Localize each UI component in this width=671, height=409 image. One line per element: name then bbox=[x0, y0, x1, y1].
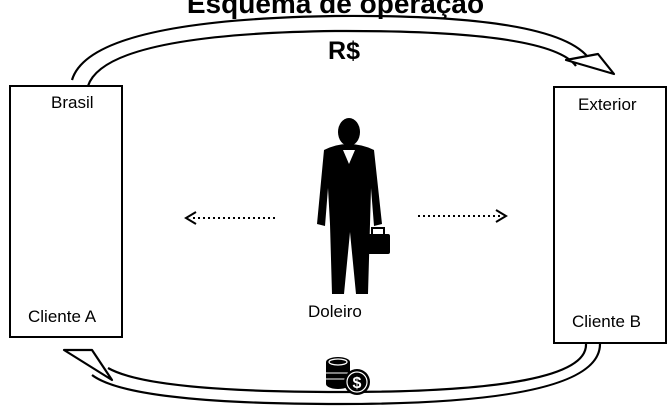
doleiro-label: Doleiro bbox=[308, 302, 362, 321]
diagram-title: Esquema de operação bbox=[186, 0, 485, 19]
coins-dollar-icon: $ bbox=[326, 357, 370, 395]
bottom-flow-arrow bbox=[62, 343, 602, 406]
top-flow-arrow bbox=[70, 14, 616, 87]
client-a-country-label: Brasil bbox=[51, 93, 94, 112]
client-a-name-label: Cliente A bbox=[28, 307, 97, 326]
client-b-country-label: Exterior bbox=[578, 95, 637, 114]
svg-text:$: $ bbox=[353, 375, 362, 392]
dotted-arrow-right bbox=[418, 209, 508, 223]
client-b-box: Exterior Cliente B bbox=[553, 86, 667, 344]
doleiro-silhouette-icon bbox=[317, 118, 390, 294]
client-a-box: Brasil Cliente A bbox=[9, 85, 123, 338]
dotted-arrow-left bbox=[184, 211, 275, 225]
top-flow-currency-label: R$ bbox=[328, 37, 360, 65]
client-b-name-label: Cliente B bbox=[572, 312, 641, 331]
